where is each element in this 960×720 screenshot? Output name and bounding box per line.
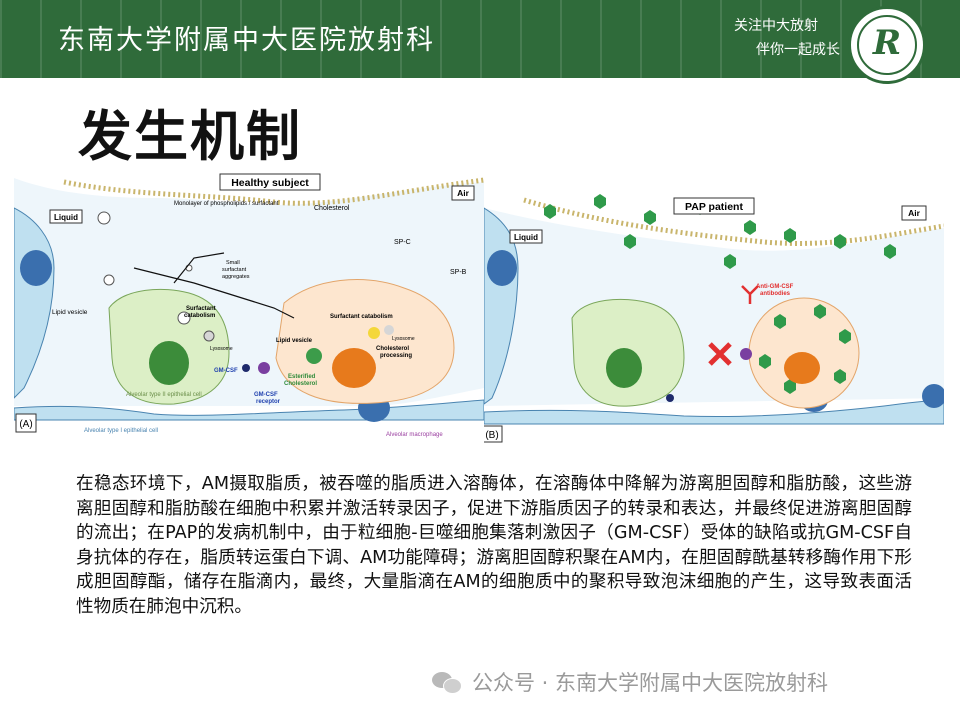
logo-ring [857, 15, 917, 75]
label-macrophage: Alveolar macrophage [386, 432, 443, 438]
description-paragraph: 在稳态环境下，AM摄取脂质，被吞噬的脂质进入溶酶体，在溶酶体中降解为游离胆固醇和… [76, 474, 912, 617]
page-title: 发生机制 [78, 105, 302, 168]
wechat-icon [432, 670, 462, 694]
label-lipid-vesicle-mid: Lipid vesicle [276, 338, 313, 344]
label-lysosome-1: Lysosome [210, 346, 233, 352]
slogan-line-1: 关注中大放射 [734, 18, 818, 34]
panel-b-air: Air [908, 208, 921, 218]
label-spb: SP-B [450, 269, 467, 276]
panel-a-liquid: Liquid [54, 213, 78, 222]
slogan-line-2: 伴你一起成长 [756, 42, 840, 58]
label-chol-proc-2: processing [380, 353, 412, 359]
label-gmcsf-receptor-1: GM-CSF [254, 392, 278, 398]
label-type1: Alveolar type I epithelial cell [84, 428, 158, 434]
label-esterified-1: Esterified [288, 374, 316, 380]
label-type2: Alveolar type II epithelial cell [126, 392, 202, 398]
label-gmcsf-receptor-2: receptor [256, 399, 281, 405]
header-title: 东南大学附属中大医院放射科 [58, 25, 435, 56]
panel-b-tag: (B) [485, 430, 498, 441]
label-anti-gmcsf-2: antibodies [760, 291, 791, 297]
label-lysosome-2: Lysosome [392, 336, 415, 342]
header-bar: 东南大学附属中大医院放射科 关注中大放射 伴你一起成长 [0, 0, 960, 78]
header-slogan: 关注中大放射 伴你一起成长 [734, 14, 840, 62]
label-surf-cat-1: Surfactant [186, 306, 216, 312]
label-small-agg-1: Small [226, 260, 240, 266]
hospital-logo: R [848, 6, 926, 84]
label-lipid-vesicle-left: Lipid vesicle [52, 309, 88, 316]
logo-mark: R [872, 23, 902, 63]
label-small-agg-2: surfactant [222, 267, 247, 273]
label-spc: SP-C [394, 239, 411, 246]
panel-b-title: PAP patient [685, 201, 743, 213]
label-chol-proc-1: Cholesterol [376, 346, 409, 352]
panel-b-liquid: Liquid [514, 233, 538, 242]
label-cholesterol: Cholesterol [314, 205, 350, 212]
panel-a-tag: (A) [19, 419, 32, 430]
mechanism-figure: Healthy subject Air Liquid Monolayer of … [14, 168, 944, 448]
figure-panel-a: Healthy subject Air Liquid Monolayer of … [14, 168, 484, 448]
figure-panel-b: Anti-GM-CSF antibodies PAP patient Air L… [484, 168, 944, 448]
label-monolayer: Monolayer of phospholipids / surfactant [174, 201, 279, 207]
header-texture [0, 0, 960, 78]
label-small-agg-3: aggregates [222, 274, 250, 280]
label-surf-cat-right: Surfactant catabolism [330, 314, 393, 320]
label-anti-gmcsf-1: Anti-GM-CSF [756, 284, 794, 290]
panel-a-air: Air [457, 188, 470, 198]
label-gmcsf: GM-CSF [214, 368, 238, 374]
footer-source: 公众号 · 东南大学附属中大医院放射科 [432, 668, 828, 696]
label-esterified-2: Cholesterol [284, 381, 317, 387]
footer-text: 公众号 · 东南大学附属中大医院放射科 [472, 671, 829, 695]
panel-a-title: Healthy subject [231, 177, 309, 189]
label-surf-cat-2: catabolism [184, 313, 215, 319]
